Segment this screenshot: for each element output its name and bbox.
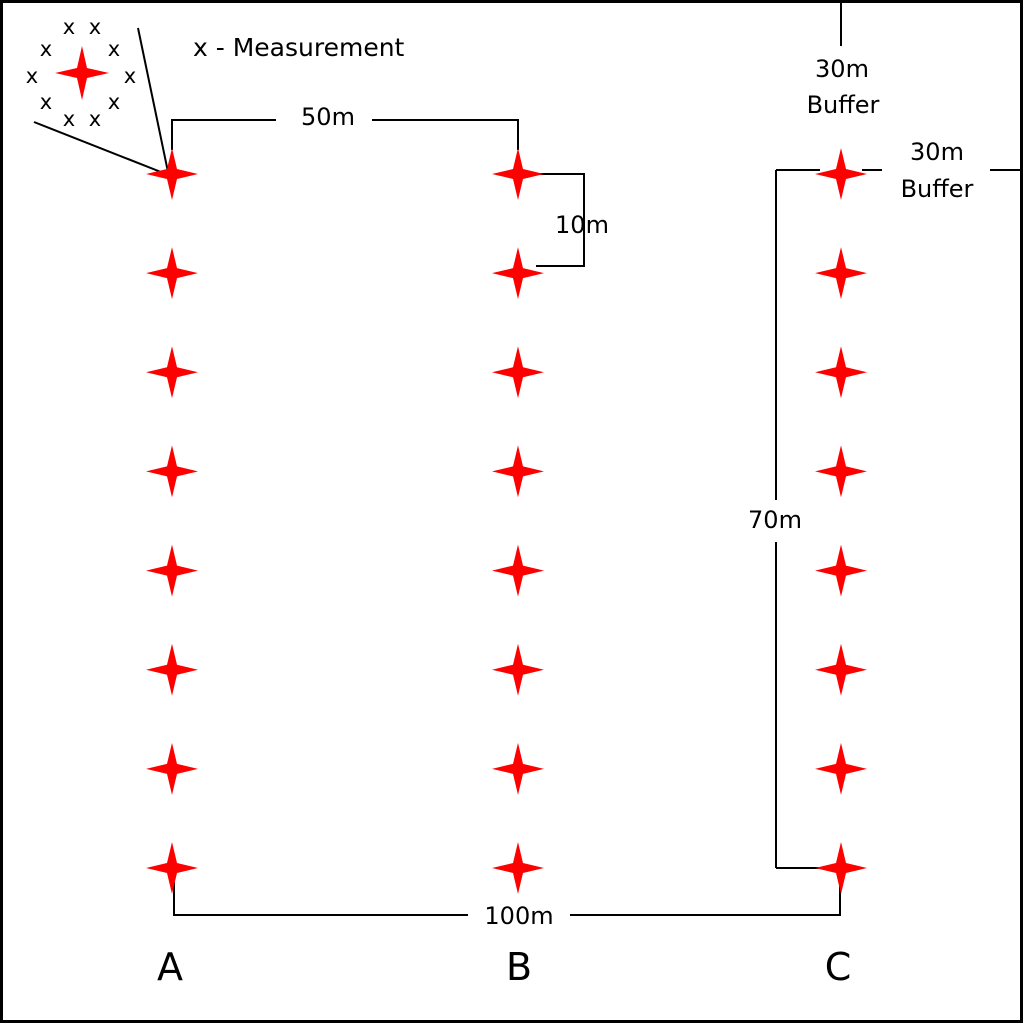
sample-points (146, 148, 867, 894)
label-side-buffer-word: Buffer (901, 175, 974, 203)
sample-point-a-7 (146, 742, 198, 795)
legend-star (55, 46, 109, 100)
legend-text: x - Measurement (193, 33, 405, 62)
sample-point-a-8 (146, 842, 198, 894)
label-side-buffer-value: 30m (910, 138, 964, 166)
measurement-x-icon: x (40, 37, 52, 61)
dimension-line-50m-right (372, 119, 519, 150)
dimension-line-50m-left (171, 119, 276, 150)
zoom-line-lower (33, 121, 167, 175)
sample-point-c-8 (815, 842, 867, 894)
sample-point-b-2 (492, 247, 544, 300)
zoom-line-upper (137, 27, 169, 173)
dimension-bracket-10m (536, 173, 585, 267)
sample-point-a-6 (146, 643, 198, 696)
label-10m: 10m (555, 211, 609, 239)
sample-point-b-4 (492, 445, 544, 498)
sample-point-c-6 (815, 643, 867, 696)
sample-point-c-2 (815, 247, 867, 300)
transect-label-a: A (157, 945, 183, 989)
measurement-x-icon: x (63, 15, 75, 39)
sample-point-b-1 (492, 148, 544, 200)
sample-point-a-5 (146, 544, 198, 597)
sample-point-b-8 (492, 842, 544, 894)
measurement-x-icon: x (124, 64, 136, 88)
sample-point-b-7 (492, 742, 544, 795)
measurement-x-icon: x (89, 107, 101, 131)
sample-point-c-3 (815, 346, 867, 399)
sample-point-a-2 (146, 247, 198, 300)
dimension-line-100m-right (570, 884, 841, 916)
sample-point-c-7 (815, 742, 867, 795)
measurement-x-icon: x (89, 15, 101, 39)
label-100m: 100m (484, 902, 553, 930)
label-top-buffer-value: 30m (815, 55, 869, 83)
label-70m: 70m (748, 506, 802, 534)
measurement-x-icon: x (40, 90, 52, 114)
legend-star-icon (55, 46, 109, 100)
sample-point-b-3 (492, 346, 544, 399)
sample-point-c-5 (815, 544, 867, 597)
sample-point-c-4 (815, 445, 867, 498)
sample-point-a-3 (146, 346, 198, 399)
measurement-x-icon: x (108, 90, 120, 114)
measurement-x-icon: x (108, 37, 120, 61)
measurement-x-icon: x (26, 64, 38, 88)
sample-point-b-6 (492, 643, 544, 696)
sample-point-a-1 (146, 148, 198, 200)
sample-point-b-5 (492, 544, 544, 597)
transect-label-b: B (506, 945, 532, 989)
sample-point-c-1 (815, 148, 867, 200)
sample-point-a-4 (146, 445, 198, 498)
transect-label-c: C (825, 945, 852, 989)
label-top-buffer-word: Buffer (807, 91, 880, 119)
label-50m: 50m (301, 103, 355, 131)
measurement-x-icon: x (63, 107, 75, 131)
dimension-line-100m-left (173, 882, 468, 916)
